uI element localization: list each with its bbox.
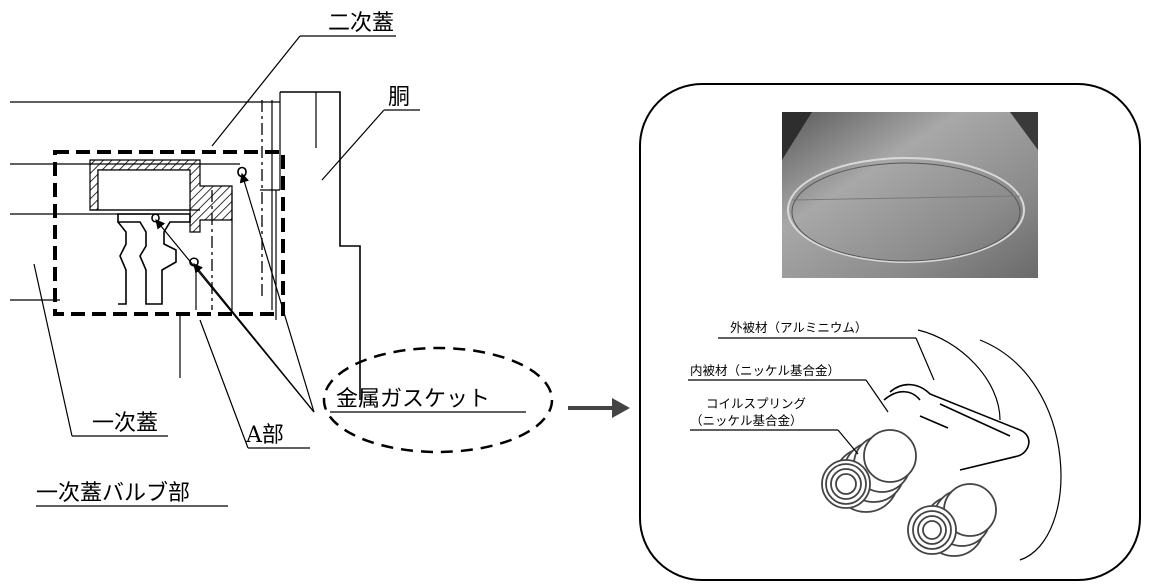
metal-gasket-label: 金属ガスケット — [336, 387, 490, 412]
coil-spring-right — [907, 483, 997, 557]
gasket-highlight-oval — [322, 346, 554, 454]
detail-panel: 外被材（アルミニウム） 内被材（ニッケル基合金） コイルスプリング （ニッケル基… — [639, 83, 1141, 581]
coil-spring-label-line2: （ニッケル基合金） — [690, 413, 803, 428]
coil-spring-label-line1: コイルスプリング — [706, 396, 806, 411]
right-arrow-icon — [568, 398, 630, 418]
outer-cover-label: 外被材（アルミニウム） — [730, 320, 867, 335]
inner-cover-label: 内被材（ニッケル基合金） — [690, 363, 840, 378]
primary-lid-valve-label: 一次蓋バルブ部 — [36, 481, 190, 506]
part-a-label: A部 — [245, 423, 284, 448]
leader-lines — [33, 35, 420, 449]
cross-section — [10, 91, 361, 400]
body-label: 胴 — [388, 85, 410, 110]
gasket-cross-section-illustration — [821, 329, 1062, 561]
gasket-photo — [782, 112, 1038, 278]
secondary-lid-label: 二次蓋 — [328, 11, 394, 36]
primary-lid-label: 一次蓋 — [92, 411, 158, 436]
coil-spring-left — [821, 429, 917, 513]
